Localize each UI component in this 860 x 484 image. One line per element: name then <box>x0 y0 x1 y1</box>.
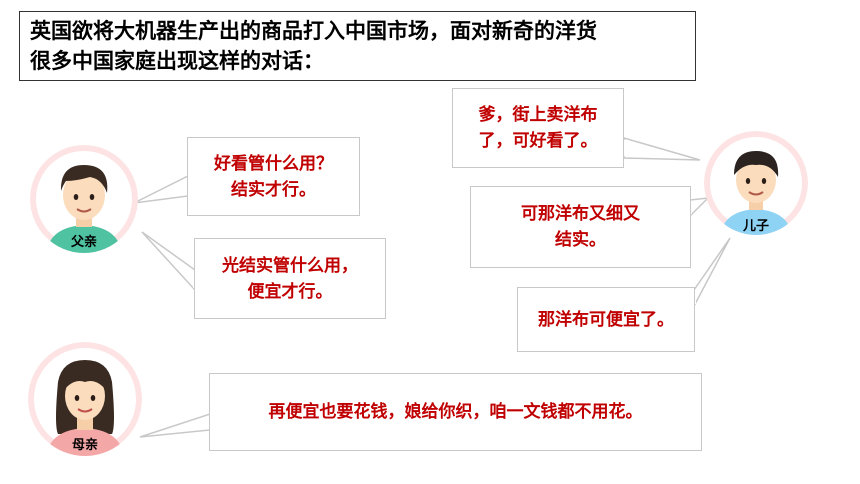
title-line-2: 很多中国家庭出现这样的对话： <box>30 49 324 73</box>
speech-line: 那洋布可便宜了。 <box>538 309 674 330</box>
father-name-label: 父亲 <box>70 235 97 250</box>
mother-name-label: 母亲 <box>71 438 98 453</box>
speech-bubble-son-2: 可那洋布又细又 结实。 <box>470 186 691 268</box>
speech-bubble-mother-1: 再便宜也要花钱，娘给你织，咱一文钱都不用花。 <box>209 373 702 451</box>
speech-line: 结实。 <box>555 230 606 250</box>
speech-line: 结实才行。 <box>231 179 316 200</box>
speech-line: 了，可好看了。 <box>478 131 598 151</box>
title-box: 英国欲将大机器生产出的商品打入中国市场，面对新奇的洋货 很多中国家庭出现这样的对… <box>19 11 696 81</box>
tail-son-1 <box>623 137 701 161</box>
speech-line: 便宜才行。 <box>247 281 333 302</box>
speech-bubble-father-2: 光结实管什么用， 便宜才行。 <box>194 238 386 319</box>
son-avatar: 儿子 <box>704 131 808 235</box>
speech-line: 光结实管什么用， <box>222 255 358 276</box>
tail-mother-1 <box>139 412 211 438</box>
speech-line: 爹，街上卖洋布 <box>478 105 598 125</box>
tail-father-1 <box>133 174 189 204</box>
speech-bubble-son-3: 那洋布可便宜了。 <box>517 287 695 352</box>
tail-son-3 <box>693 237 731 307</box>
mother-avatar: 母亲 <box>28 342 142 456</box>
speech-line: 可那洋布又细又 <box>521 204 640 224</box>
speech-bubble-father-1: 好看管什么用？ 结实才行。 <box>187 137 360 216</box>
son-name-label: 儿子 <box>742 219 769 234</box>
tail-son-2 <box>689 197 711 218</box>
speech-bubble-son-1: 爹，街上卖洋布 了，可好看了。 <box>452 88 624 168</box>
speech-line: 好看管什么用？ <box>214 153 333 174</box>
speech-line: 再便宜也要花钱，娘给你织，咱一文钱都不用花。 <box>268 402 643 422</box>
title-line-1: 英国欲将大机器生产出的商品打入中国市场，面对新奇的洋货 <box>30 19 597 43</box>
tail-father-2 <box>141 231 196 292</box>
father-avatar: 父亲 <box>30 145 138 253</box>
